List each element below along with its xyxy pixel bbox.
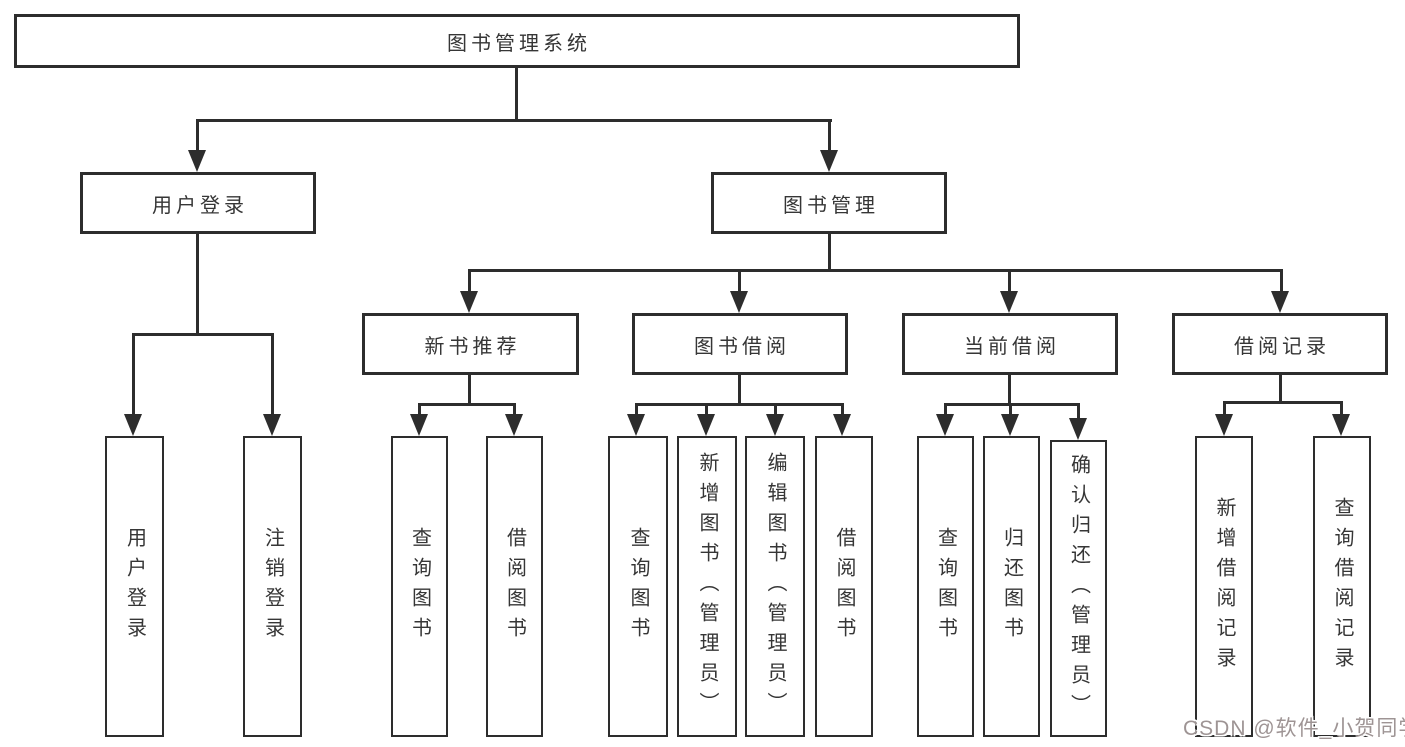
leaf-add-borrow-record: 新增借阅记录 <box>1195 436 1253 737</box>
leaf-query-books-borrowing: 查询图书 <box>608 436 668 737</box>
leaf-return-books: 归还图书 <box>983 436 1040 737</box>
connector-line <box>196 234 199 336</box>
node-label: 新增借阅记录 <box>1213 496 1235 677</box>
connector-line <box>1008 269 1011 294</box>
node-label: 借阅图书 <box>833 526 855 647</box>
arrow-down-icon <box>1215 414 1233 436</box>
arrow-down-icon <box>1000 291 1018 313</box>
node-label: 编辑图书（管理员） <box>764 451 786 722</box>
node-label: 查询图书 <box>408 526 431 647</box>
csdn-watermark: CSDN @软件_小贺同学 <box>1183 717 1405 740</box>
node-label: 借阅图书 <box>503 526 526 647</box>
arrow-down-icon <box>263 414 281 436</box>
leaf-logout: 注销登录 <box>243 436 302 737</box>
connector-line <box>1279 375 1282 404</box>
arrow-down-icon <box>460 291 478 313</box>
node-label: 新增图书（管理员） <box>696 451 718 722</box>
connector-line <box>1008 375 1011 406</box>
arrow-down-icon <box>936 414 954 436</box>
arrow-down-icon <box>766 414 784 436</box>
leaf-user-login: 用户登录 <box>105 436 164 737</box>
node-label: 图书管理 <box>783 194 879 217</box>
connector-line <box>418 403 421 416</box>
arrow-down-icon <box>730 291 748 313</box>
arrow-down-icon <box>410 414 428 436</box>
node-label: 用户登录 <box>123 526 146 647</box>
node-library-management-system: 图书管理系统 <box>14 14 1020 68</box>
connector-line <box>635 403 843 406</box>
connector-line <box>738 375 741 406</box>
connector-line <box>944 403 1080 406</box>
connector-line <box>469 269 1283 272</box>
connector-line <box>705 403 708 416</box>
node-current-borrowing: 当前借阅 <box>902 313 1118 375</box>
leaf-query-borrow-record: 查询借阅记录 <box>1313 436 1371 737</box>
connector-line <box>515 68 518 122</box>
node-label: 确认归还（管理员） <box>1067 453 1090 724</box>
connector-line <box>132 333 274 336</box>
node-book-management: 图书管理 <box>711 172 947 234</box>
connector-line <box>635 403 638 416</box>
leaf-confirm-return-admin: 确认归还（管理员） <box>1050 440 1107 737</box>
node-label: 用户登录 <box>152 194 248 217</box>
node-label: 图书借阅 <box>694 335 790 358</box>
connector-line <box>1280 269 1283 294</box>
node-book-borrowing: 图书借阅 <box>632 313 848 375</box>
connector-line <box>468 375 471 406</box>
connector-line <box>468 269 471 294</box>
leaf-query-books-recommend: 查询图书 <box>391 436 448 737</box>
arrow-down-icon <box>1271 291 1289 313</box>
arrow-down-icon <box>1069 418 1087 440</box>
connector-line <box>513 403 516 416</box>
node-label: 注销登录 <box>261 526 284 647</box>
connector-line <box>1223 401 1226 416</box>
arrow-down-icon <box>1001 414 1019 436</box>
leaf-borrow-books: 借阅图书 <box>815 436 873 737</box>
node-new-book-recommendation: 新书推荐 <box>362 313 579 375</box>
node-label: 新书推荐 <box>424 335 521 358</box>
connector-line <box>1077 403 1080 418</box>
node-label: 查询借阅记录 <box>1331 496 1353 677</box>
node-label: 查询图书 <box>934 526 957 647</box>
node-label: 当前借阅 <box>964 335 1060 358</box>
connector-line <box>132 333 135 416</box>
arrow-down-icon <box>1332 414 1350 436</box>
leaf-add-books-admin: 新增图书（管理员） <box>677 436 737 737</box>
arrow-down-icon <box>697 414 715 436</box>
node-label: 归还图书 <box>1000 526 1023 647</box>
connector-line <box>774 403 777 416</box>
connector-line <box>1009 403 1012 416</box>
node-label: 查询图书 <box>627 526 649 647</box>
node-label: 借阅记录 <box>1234 335 1330 358</box>
connector-line <box>1340 401 1343 416</box>
arrow-down-icon <box>627 414 645 436</box>
arrow-down-icon <box>833 414 851 436</box>
node-label: 图书管理系统 <box>447 32 591 55</box>
leaf-query-books-current: 查询图书 <box>917 436 974 737</box>
connector-line <box>828 119 831 152</box>
connector-line <box>196 119 832 122</box>
connector-line <box>828 234 831 272</box>
connector-line <box>841 403 844 416</box>
node-borrowing-records: 借阅记录 <box>1172 313 1388 375</box>
arrow-down-icon <box>188 150 206 172</box>
connector-line <box>196 119 199 152</box>
connector-line <box>738 269 741 294</box>
leaf-edit-books-admin: 编辑图书（管理员） <box>745 436 805 737</box>
leaf-borrow-books-recommend: 借阅图书 <box>486 436 543 737</box>
arrow-down-icon <box>124 414 142 436</box>
connector-line <box>418 403 516 406</box>
connector-line <box>271 333 274 416</box>
connector-line <box>944 403 947 416</box>
connector-line <box>1223 401 1343 404</box>
node-user-login: 用户登录 <box>80 172 316 234</box>
arrow-down-icon <box>505 414 523 436</box>
arrow-down-icon <box>820 150 838 172</box>
